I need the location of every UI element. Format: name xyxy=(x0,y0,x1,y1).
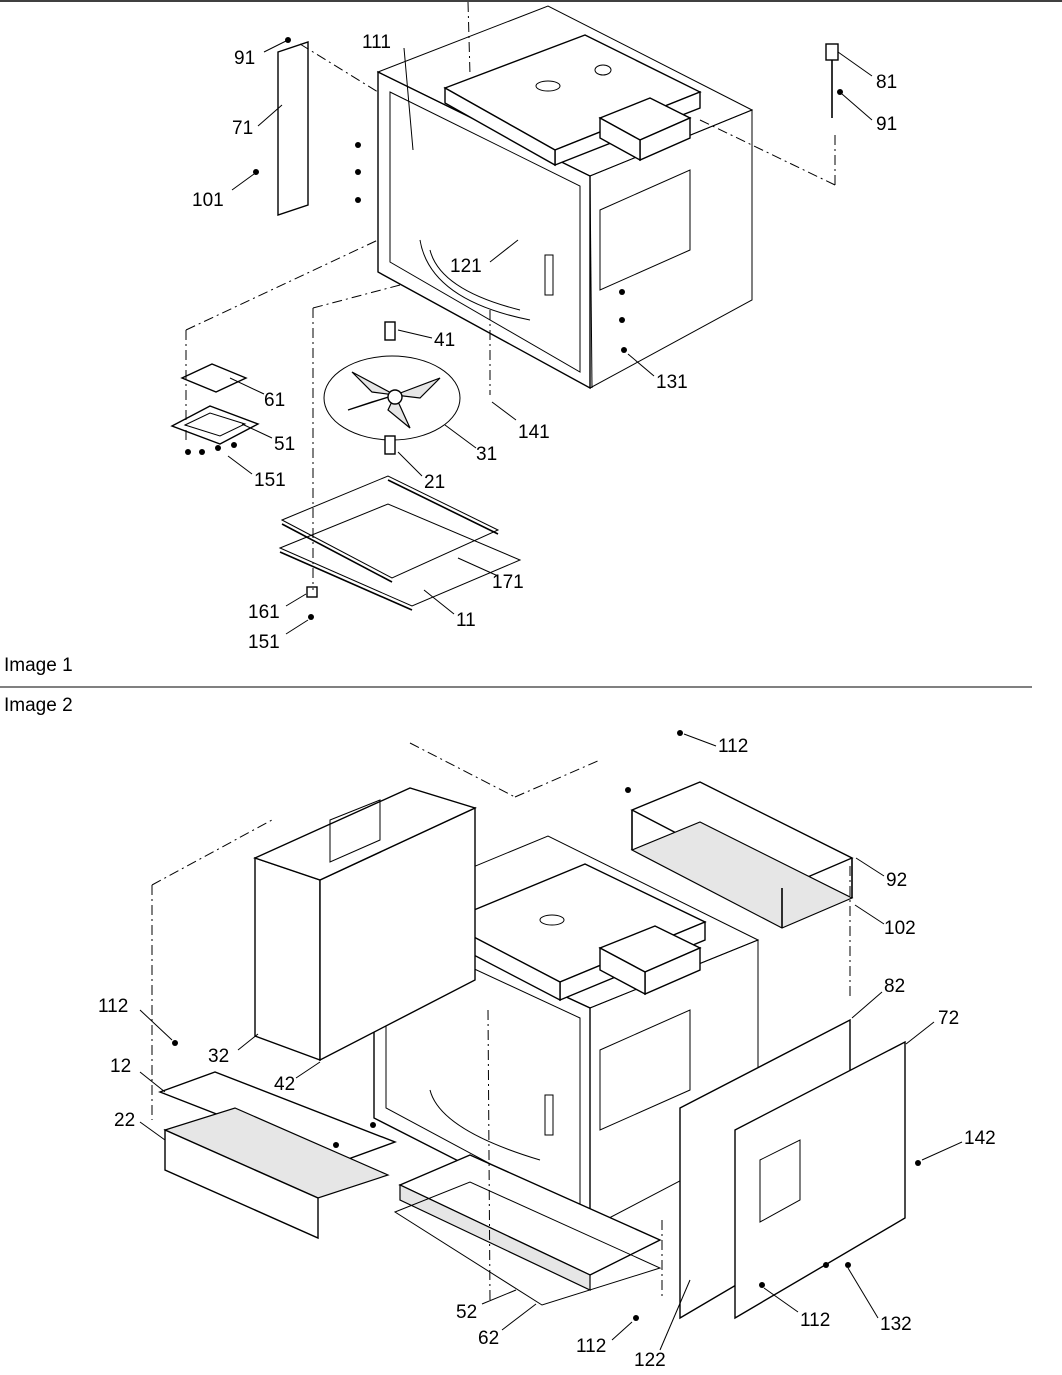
rack-171 xyxy=(280,475,500,579)
image1-callout-141: 141 xyxy=(518,422,550,443)
image2-callout-112: 112 xyxy=(576,1336,606,1357)
image1-drawing xyxy=(170,1,873,635)
image2-callout-82: 82 xyxy=(884,976,905,997)
image2-callout-72: 72 xyxy=(938,1008,959,1029)
image2-callout-102: 102 xyxy=(884,918,916,939)
image1-callout-131: 131 xyxy=(656,372,688,393)
image1-callout-51: 51 xyxy=(274,434,295,455)
image1-callout-11: 11 xyxy=(456,610,476,631)
image2-leaders xyxy=(139,733,963,1351)
image2-callout-42: 42 xyxy=(274,1074,295,1095)
image2-callout-132: 132 xyxy=(880,1314,912,1335)
image2-callout-92: 92 xyxy=(886,870,907,891)
image1-callout-171: 171 xyxy=(492,572,524,593)
bottom-panel-11 xyxy=(278,503,522,607)
image2-caption: Image 2 xyxy=(4,695,73,716)
bottom-panel-62 xyxy=(393,1181,662,1306)
image1-callout-91: 91 xyxy=(234,48,255,69)
image1-callout-41: 41 xyxy=(434,330,455,351)
oven-cabinet xyxy=(355,5,754,390)
image1-callouts: 91 111 71 101 81 91 121 41 61 51 31 141 131 151 21 171 1… xyxy=(192,32,897,653)
image1-callout-161: 161 xyxy=(248,602,280,623)
image2-callout-22: 22 xyxy=(114,1110,135,1131)
image1-callout-21: 21 xyxy=(424,472,445,493)
image1-callout-111: 111 xyxy=(362,32,391,53)
image1-callout-151: 151 xyxy=(248,632,280,653)
convection-fan-31 xyxy=(323,355,461,441)
sensor-81 xyxy=(825,43,839,61)
shaft-41 xyxy=(384,321,396,341)
image1-leaders xyxy=(227,39,873,635)
image1-callout-151: 151 xyxy=(254,470,286,491)
motor-coupling-21 xyxy=(384,435,396,455)
image1-caption: Image 1 xyxy=(4,655,73,676)
image2-callout-112: 112 xyxy=(800,1310,830,1331)
image1-callout-71: 71 xyxy=(232,118,253,139)
image2-callout-122: 122 xyxy=(634,1350,666,1371)
image2-callout-32: 32 xyxy=(208,1046,229,1067)
image2-callout-112: 112 xyxy=(718,736,748,757)
image1-callout-61: 61 xyxy=(264,390,285,411)
cover-61 xyxy=(180,363,248,393)
insulation-32 xyxy=(254,857,321,1062)
image2-callout-52: 52 xyxy=(456,1302,477,1323)
image2-callout-12: 12 xyxy=(110,1056,131,1077)
image1-callout-91: 91 xyxy=(876,114,897,135)
image2-callout-112: 112 xyxy=(98,996,128,1017)
image1-callout-81: 81 xyxy=(876,72,897,93)
side-bracket-71 xyxy=(277,41,309,216)
image2-callout-62: 62 xyxy=(478,1328,499,1349)
image2-callout-142: 142 xyxy=(964,1128,996,1149)
image1-callout-31: 31 xyxy=(476,444,497,465)
side-panel-72 xyxy=(734,1040,906,1320)
image2-drawing xyxy=(139,730,963,1351)
image1-callout-121: 121 xyxy=(450,256,482,277)
gasket-51 xyxy=(170,405,260,445)
image1-callout-101: 101 xyxy=(192,190,224,211)
